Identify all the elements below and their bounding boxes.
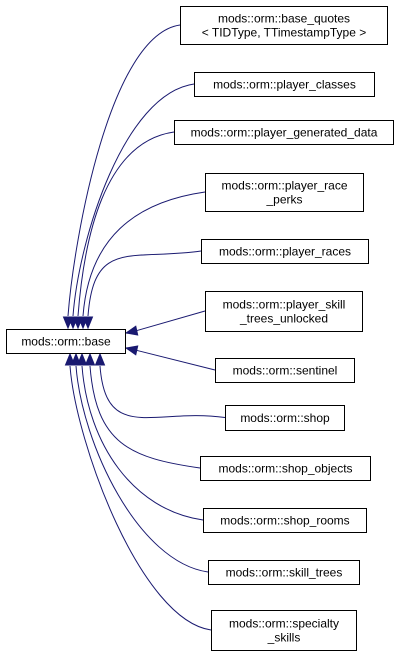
node-specialty-skills[interactable]: mods::orm::specialty_skills — [211, 610, 357, 651]
arrowhead-shop-objects — [84, 352, 96, 366]
node-sentinel[interactable]: mods::orm::sentinel — [215, 358, 355, 383]
node-player-generated-data[interactable]: mods::orm::player_generated_data — [174, 120, 394, 145]
node-player-races-label-line-1: mods::orm::player_races — [219, 245, 351, 259]
node-specialty-skills-label-line-1: mods::orm::specialty — [229, 617, 339, 631]
node-sentinel-label-line-1: mods::orm::sentinel — [233, 364, 338, 378]
node-player-generated-data-box — [174, 120, 394, 145]
node-player-classes-box — [194, 72, 375, 97]
node-player-generated-data-label-line-1: mods::orm::player_generated_data — [191, 126, 378, 140]
node-base-label-line-1: mods::orm::base — [21, 335, 111, 349]
arrowhead-shop — [94, 352, 106, 366]
edge-shop — [99, 365, 226, 419]
node-base-quotes-box — [180, 6, 388, 45]
node-shop-objects-label-line-1: mods::orm::shop_objects — [218, 462, 352, 476]
node-base-box — [6, 329, 126, 354]
edge-specialty-skills — [69, 365, 212, 631]
node-base-quotes[interactable]: mods::orm::base_quotes< TIDType, TTimest… — [180, 6, 388, 45]
arrowhead-player-races — [82, 316, 94, 330]
node-sentinel-box — [215, 358, 355, 383]
edge-shop-objects — [89, 365, 201, 469]
edge-base-quotes — [67, 24, 181, 317]
node-shop-rooms-label-line-1: mods::orm::shop_rooms — [220, 514, 349, 528]
node-specialty-skills-label-line-2: _skills — [267, 631, 301, 645]
node-player-race-perks-label-line-2: _perks — [265, 193, 302, 207]
node-specialty-skills-box — [211, 610, 357, 651]
edge-shop-rooms — [81, 365, 204, 521]
node-player-race-perks-label-line-1: mods::orm::player_race — [221, 179, 347, 193]
node-shop-rooms[interactable]: mods::orm::shop_rooms — [203, 508, 367, 533]
node-player-skill-trees-unlocked-box — [205, 291, 363, 332]
edge-player-races — [87, 250, 202, 317]
nodes: mods::orm::base mods::orm::base_quotes< T… — [6, 6, 394, 651]
arrowhead-sentinel — [124, 345, 139, 356]
node-player-races-box — [201, 239, 369, 264]
node-base[interactable]: mods::orm::base — [6, 329, 126, 354]
node-player-skill-trees-unlocked[interactable]: mods::orm::player_skill_trees_unlocked — [205, 291, 363, 332]
node-player-race-perks[interactable]: mods::orm::player_race_perks — [205, 173, 364, 212]
edge-player-race-perks — [82, 191, 206, 317]
edge-player-classes — [72, 83, 195, 317]
node-player-classes-label-line-1: mods::orm::player_classes — [213, 78, 356, 92]
edge-sentinel — [135, 349, 216, 371]
node-skill-trees-box — [208, 560, 360, 585]
node-skill-trees[interactable]: mods::orm::skill_trees — [208, 560, 360, 585]
edge-player-generated-data — [77, 131, 175, 317]
node-player-classes[interactable]: mods::orm::player_classes — [194, 72, 375, 97]
arrowhead-specialty-skills — [64, 352, 76, 366]
edge-skill-trees — [75, 365, 209, 573]
node-player-skill-trees-unlocked-label-line-2: _trees_unlocked — [239, 312, 328, 326]
node-shop[interactable]: mods::orm::shop — [225, 405, 345, 431]
node-player-races[interactable]: mods::orm::player_races — [201, 239, 369, 264]
node-player-skill-trees-unlocked-label-line-1: mods::orm::player_skill — [223, 298, 346, 312]
edges — [62, 24, 226, 631]
node-player-race-perks-box — [205, 173, 364, 212]
arrowhead-player-skill-trees-unlocked — [124, 325, 139, 336]
node-shop-rooms-box — [203, 508, 367, 533]
edge-player-skill-trees-unlocked — [135, 310, 206, 332]
node-shop-objects-box — [200, 456, 371, 481]
node-shop-objects[interactable]: mods::orm::shop_objects — [200, 456, 371, 481]
node-base-quotes-label-line-1: mods::orm::base_quotes — [218, 12, 350, 26]
node-shop-box — [225, 405, 345, 431]
node-shop-label-line-1: mods::orm::shop — [240, 411, 330, 425]
node-skill-trees-label-line-1: mods::orm::skill_trees — [226, 566, 343, 580]
node-base-quotes-label-line-2: < TIDType, TTimestampType > — [202, 26, 367, 40]
